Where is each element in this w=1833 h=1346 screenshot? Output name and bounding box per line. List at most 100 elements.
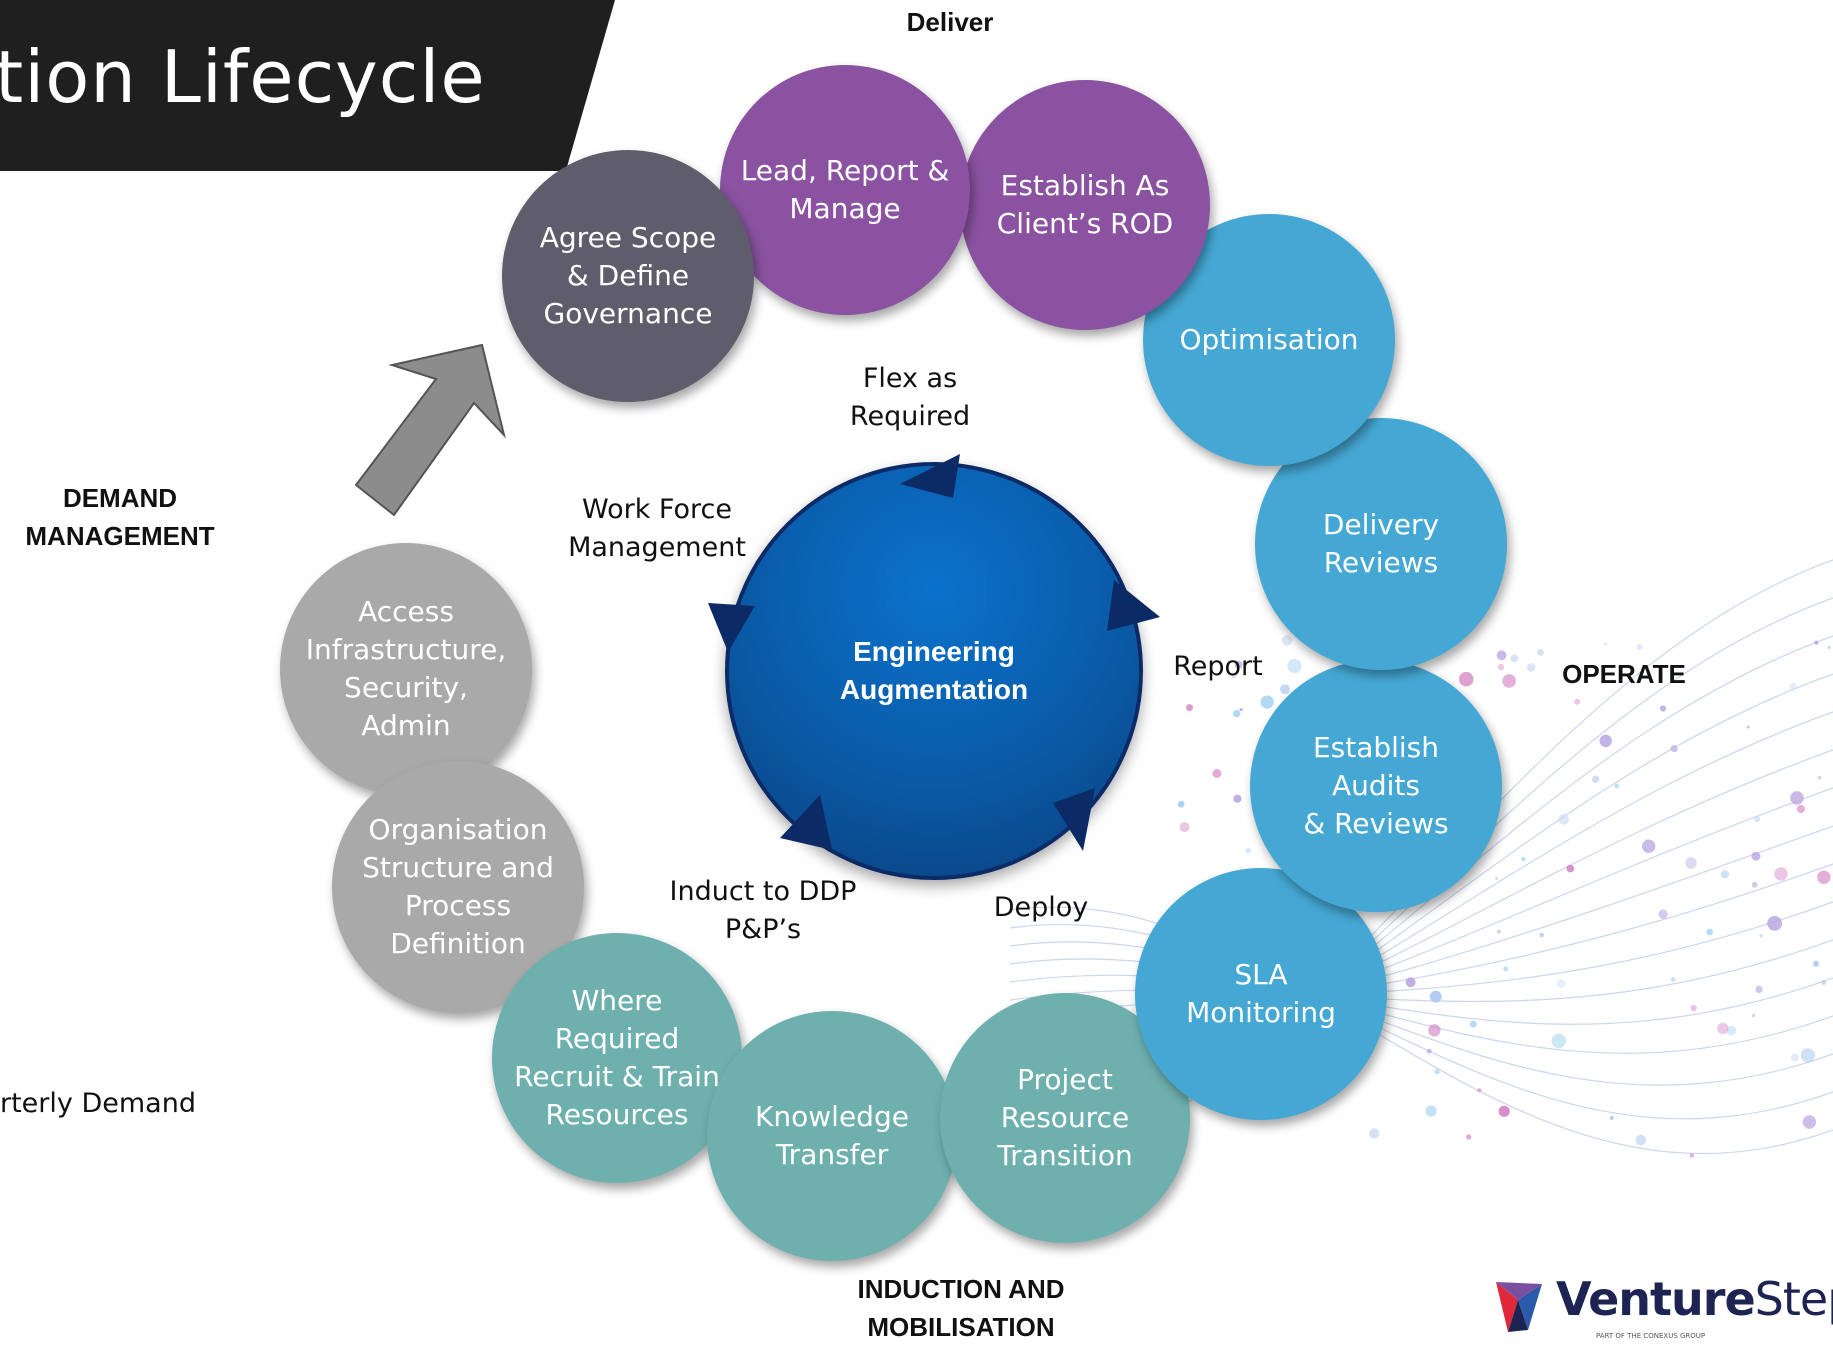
- network-dot: [1751, 1013, 1756, 1018]
- network-dot: [1689, 1153, 1695, 1158]
- network-dot: [1502, 674, 1516, 688]
- network-dot: [1212, 769, 1222, 778]
- network-dot: [1690, 1004, 1697, 1012]
- hub-label: Engineering Augmentation: [839, 636, 1029, 705]
- label-work-force-management: Work Force Management: [568, 494, 746, 563]
- step-label: Knowledge Transfer: [755, 1100, 909, 1171]
- network-dot: [1706, 928, 1713, 936]
- network-dot: [1428, 1024, 1441, 1037]
- network-dot: [1177, 800, 1185, 808]
- network-dot: [1425, 1105, 1437, 1117]
- step-establish-clients-rod: Establish As Client’s ROD: [960, 80, 1210, 330]
- network-dot: [1526, 663, 1536, 672]
- step-label: Establish As Client’s ROD: [996, 169, 1174, 240]
- engineering-augmentation-hub: Engineering Augmentation: [725, 462, 1143, 880]
- network-dot: [1658, 909, 1668, 919]
- label-report: Report: [1173, 651, 1263, 682]
- step-label: Delivery Reviews: [1322, 508, 1440, 579]
- network-dot: [1469, 1020, 1477, 1028]
- network-dot: [1635, 1134, 1647, 1146]
- network-dot: [1239, 707, 1243, 712]
- network-dot: [1746, 725, 1750, 729]
- step-label: Establish Audits & Reviews: [1303, 731, 1449, 840]
- network-dot: [1789, 682, 1797, 691]
- network-dot: [1503, 966, 1509, 972]
- label-induct-to-ddp: Induct to DDP P&P’s: [669, 876, 857, 945]
- network-dot: [1231, 673, 1237, 679]
- network-dot: [1233, 794, 1242, 803]
- phase-label-deliver: Deliver: [906, 7, 994, 37]
- network-dot: [1521, 857, 1526, 862]
- network-dot: [1537, 649, 1544, 656]
- network-dot: [1556, 979, 1566, 989]
- network-dot: [1234, 660, 1243, 669]
- step-access-infrastructure: Access Infrastructure, Security, Admin: [280, 543, 532, 795]
- network-dot: [1671, 977, 1676, 982]
- network-dot: [1574, 698, 1581, 705]
- network-dot: [1642, 839, 1656, 853]
- network-dot: [1821, 980, 1827, 985]
- network-dot: [1599, 734, 1612, 748]
- network-dot: [1817, 870, 1831, 884]
- network-dot: [1796, 804, 1805, 814]
- network-dot: [1539, 932, 1544, 938]
- network-dot: [1717, 1022, 1729, 1035]
- step-recruit-and-train: Where Required Recruit & Train Resources: [492, 933, 742, 1183]
- step-agree-scope-governance: Agree Scope & Define Governance: [502, 150, 754, 402]
- network-dot: [1477, 1088, 1482, 1093]
- network-dot: [1726, 1025, 1737, 1036]
- network-line: [1009, 906, 1833, 1154]
- network-line: [1009, 923, 1833, 1120]
- network-dot: [1759, 933, 1764, 938]
- network-dot: [1720, 870, 1730, 879]
- network-dot: [1466, 1134, 1472, 1140]
- network-line: [1009, 941, 1833, 1086]
- step-label: Optimisation: [1179, 323, 1359, 356]
- network-line: [1009, 974, 1833, 1025]
- network-line: [1009, 901, 1833, 1019]
- phase-label-operate: OPERATE: [1562, 659, 1686, 689]
- network-dot: [1186, 704, 1193, 712]
- network-dot: [1551, 1033, 1567, 1049]
- network-dot: [1179, 822, 1190, 833]
- network-dot: [1498, 1105, 1510, 1117]
- label-flex-as-required: Flex as Required: [849, 363, 971, 432]
- network-dot: [1755, 985, 1763, 994]
- network-dot: [1751, 881, 1758, 888]
- network-dot: [1591, 775, 1600, 783]
- network-line: [1009, 958, 1833, 1054]
- network-dot: [1790, 791, 1804, 805]
- step-label: Lead, Report & Manage: [740, 154, 950, 225]
- network-dot: [1245, 847, 1251, 854]
- venturestep-logo: VentureStep PART OF THE CONEXUS GROUP: [1488, 1270, 1833, 1344]
- step-label: Access Infrastructure, Security, Admin: [305, 595, 507, 742]
- network-dot: [1287, 658, 1302, 674]
- step-label: SLA Monitoring: [1186, 958, 1336, 1029]
- network-dot: [1566, 864, 1575, 873]
- network-dot: [1614, 783, 1620, 789]
- page-title: tion Lifecycle: [0, 35, 486, 119]
- side-note-text: rterly Demand: [0, 1088, 196, 1119]
- step-label: Agree Scope & Define Governance: [539, 221, 717, 330]
- network-dot: [1817, 775, 1822, 780]
- network-dot: [1814, 640, 1819, 645]
- network-dot: [1458, 671, 1474, 687]
- network-dot: [1496, 929, 1502, 934]
- label-deploy: Deploy: [993, 892, 1089, 923]
- network-dot: [1751, 851, 1761, 861]
- network-dot: [1790, 1053, 1799, 1062]
- network-dot: [1232, 709, 1241, 718]
- network-dot: [1405, 977, 1416, 988]
- step-establish-audits: Establish Audits & Reviews: [1250, 660, 1502, 912]
- network-dot: [1754, 816, 1761, 823]
- network-dot: [1280, 684, 1290, 695]
- network-dot: [1510, 654, 1519, 663]
- step-label: Project Resource Transition: [997, 1063, 1133, 1172]
- network-dot: [1426, 1048, 1432, 1054]
- logo-wordmark: VentureStep: [1556, 1272, 1833, 1326]
- network-dot: [1774, 867, 1788, 881]
- network-dot: [1497, 663, 1505, 671]
- network-dot: [1558, 814, 1569, 825]
- step-project-resource-transition: Project Resource Transition: [940, 993, 1190, 1243]
